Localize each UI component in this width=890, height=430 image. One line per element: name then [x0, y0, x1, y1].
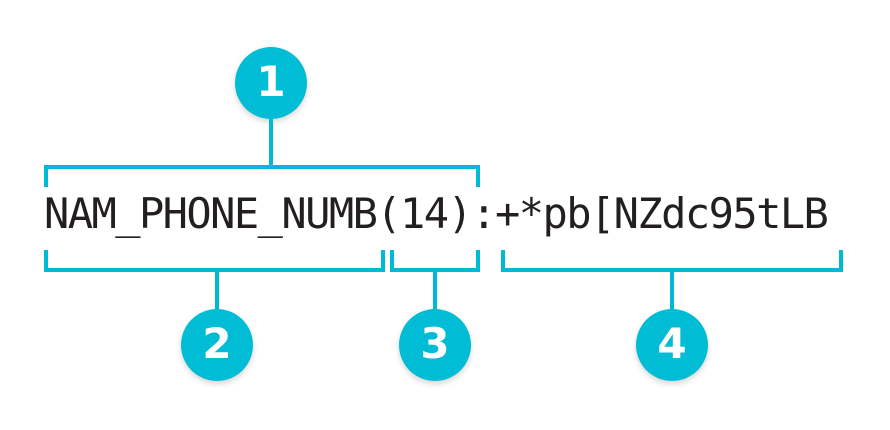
bracket-1-field-header — [44, 165, 480, 187]
bracket-4-field-value — [501, 250, 843, 272]
code-line: NAM_PHONE_NUMB(14):+*pb[NZdc95tLB — [44, 189, 829, 238]
callout-badge-2[interactable]: 2 — [181, 309, 253, 381]
callout-stem-3 — [433, 271, 437, 309]
bracket-2-field-name — [44, 250, 385, 272]
callout-badge-1[interactable]: 1 — [235, 47, 307, 119]
callout-stem-2 — [215, 271, 219, 309]
bracket-3-field-length — [390, 250, 480, 272]
callout-badge-4-label: 4 — [657, 319, 687, 368]
callout-badge-3-label: 3 — [420, 319, 450, 368]
callout-badge-4[interactable]: 4 — [636, 309, 708, 381]
callout-badge-1-label: 1 — [256, 57, 286, 106]
callout-stem-1 — [269, 119, 273, 167]
callout-badge-3[interactable]: 3 — [399, 309, 471, 381]
callout-stem-4 — [670, 271, 674, 309]
callout-badge-2-label: 2 — [202, 319, 232, 368]
